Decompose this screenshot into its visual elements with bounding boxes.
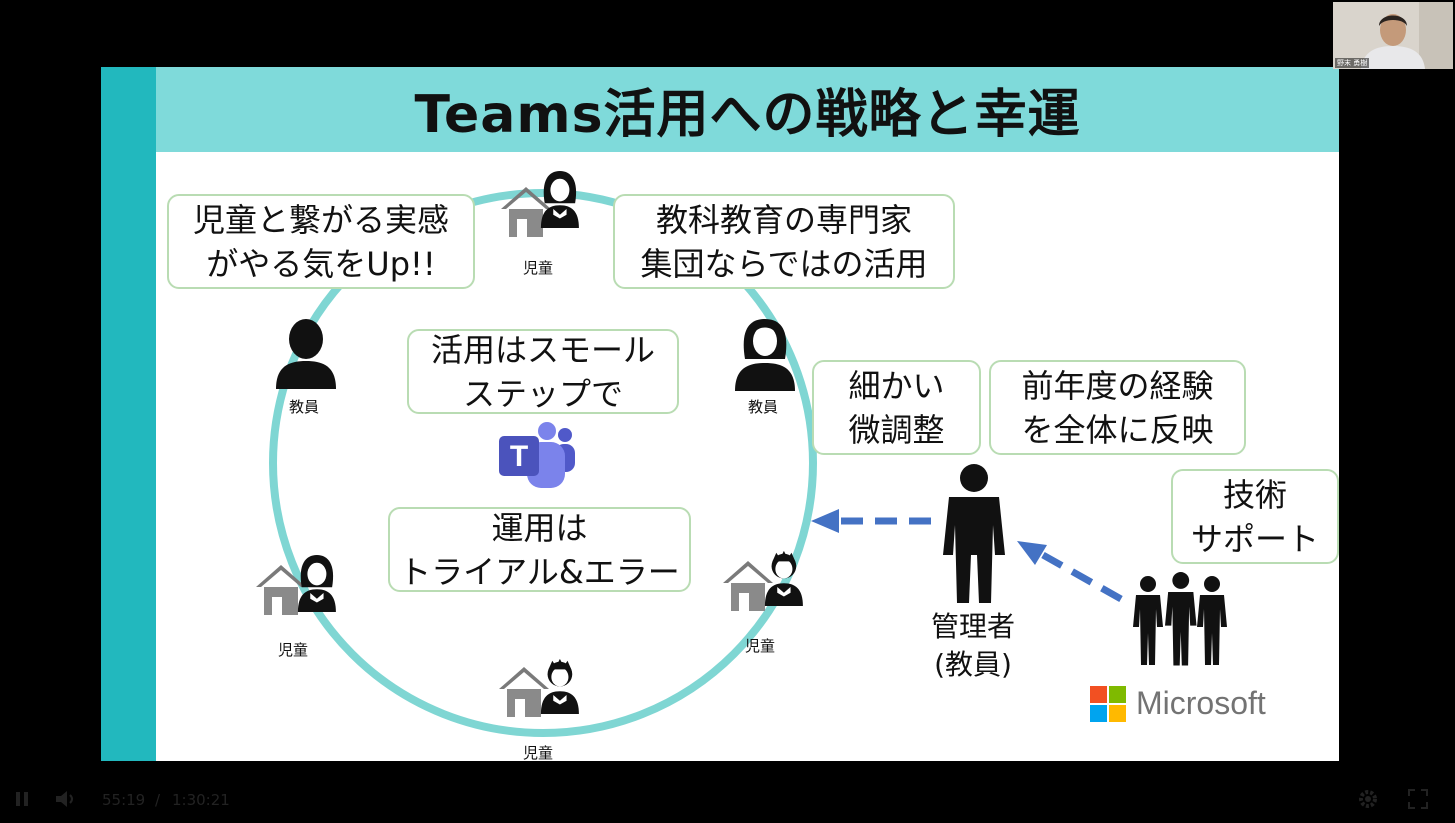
label-admin-line2: (教員) bbox=[934, 648, 1012, 681]
presenter-video-frame bbox=[1333, 2, 1453, 69]
label-student-left: 児童 bbox=[278, 641, 309, 659]
box-student-connection: 児童と繋がる実感 がやる気をUp!! bbox=[167, 194, 475, 289]
label-admin: 管理者 (教員) bbox=[913, 608, 1033, 684]
volume-icon[interactable] bbox=[56, 791, 76, 807]
box-text: 集団ならではの活用 bbox=[640, 244, 928, 283]
pause-icon[interactable] bbox=[14, 791, 30, 807]
ms-square-red bbox=[1090, 685, 1107, 703]
box-text: がやる気をUp!! bbox=[206, 244, 436, 283]
slide-title: Teams活用への戦略と幸運 bbox=[414, 85, 1081, 145]
player-controls: 55:19 / 1:30:21 bbox=[0, 775, 1455, 823]
duration: 1:30:21 bbox=[172, 791, 230, 809]
teacher-left-icon bbox=[276, 319, 336, 389]
box-trial-error: 運用は トライアル&エラー bbox=[388, 507, 691, 592]
microsoft-squares-icon bbox=[1090, 685, 1126, 722]
ms-square-yellow bbox=[1109, 704, 1126, 722]
box-text: サポート bbox=[1190, 519, 1319, 558]
teams-logo-icon: T bbox=[499, 422, 575, 488]
cycle-circle bbox=[269, 189, 817, 737]
box-text: 細かい bbox=[848, 366, 945, 405]
box-expert-group: 教科教育の専門家 集団ならではの活用 bbox=[613, 194, 955, 289]
student-right-icon bbox=[723, 550, 803, 611]
label-teacher-left: 教員 bbox=[289, 398, 320, 416]
accent-bar bbox=[101, 67, 156, 761]
label-teacher-right: 教員 bbox=[748, 398, 779, 416]
label-admin-line1: 管理者 bbox=[930, 610, 1015, 643]
teacher-right-icon bbox=[735, 319, 795, 391]
presenter-webcam: 野末 勇樹 bbox=[1333, 2, 1453, 69]
support-team-icon bbox=[1133, 572, 1227, 666]
box-previous-year: 前年度の経験 を全体に反映 bbox=[989, 360, 1246, 455]
slide-graphics: T bbox=[256, 171, 1227, 737]
box-text: を全体に反映 bbox=[1021, 410, 1214, 449]
ms-square-blue bbox=[1090, 704, 1107, 722]
label-student-bottom: 児童 bbox=[523, 744, 554, 761]
box-text: 運用は bbox=[491, 508, 588, 547]
box-fine-tune: 細かい 微調整 bbox=[812, 360, 981, 455]
support-to-admin-arrow bbox=[1017, 541, 1123, 603]
box-tech-support: 技術 サポート bbox=[1171, 469, 1339, 564]
microsoft-logo: Microsoft bbox=[1090, 685, 1266, 722]
box-text: 活用はスモール bbox=[430, 330, 655, 369]
box-text: 前年度の経験 bbox=[1021, 366, 1214, 405]
box-text: 微調整 bbox=[848, 410, 945, 449]
fullscreen-icon[interactable] bbox=[1408, 789, 1428, 809]
box-text: トライアル&エラー bbox=[399, 552, 680, 591]
label-student-top: 児童 bbox=[523, 259, 554, 277]
box-text: 教科教育の専門家 bbox=[655, 200, 912, 239]
settings-gear-icon[interactable] bbox=[1358, 789, 1378, 809]
current-time: 55:19 bbox=[102, 791, 146, 809]
ms-square-green bbox=[1109, 685, 1126, 703]
student-top-icon bbox=[501, 171, 579, 237]
box-text: ステップで bbox=[462, 374, 623, 413]
box-text: 児童と繋がる実感 bbox=[192, 200, 449, 239]
admin-person-icon bbox=[943, 464, 1005, 603]
microsoft-wordmark: Microsoft bbox=[1136, 685, 1266, 721]
box-text: 技術 bbox=[1222, 475, 1287, 514]
presenter-name-tag: 野末 勇樹 bbox=[1335, 58, 1370, 68]
svg-text:T: T bbox=[510, 440, 528, 473]
box-small-step: 活用はスモール ステップで bbox=[407, 329, 679, 414]
time-separator: / bbox=[155, 791, 161, 809]
label-student-right: 児童 bbox=[745, 637, 776, 655]
presentation-slide: Teams活用への戦略と幸運 bbox=[101, 67, 1339, 761]
student-bottom-icon bbox=[499, 658, 579, 717]
title-band: Teams活用への戦略と幸運 bbox=[156, 67, 1339, 152]
admin-to-circle-arrow bbox=[811, 509, 931, 533]
